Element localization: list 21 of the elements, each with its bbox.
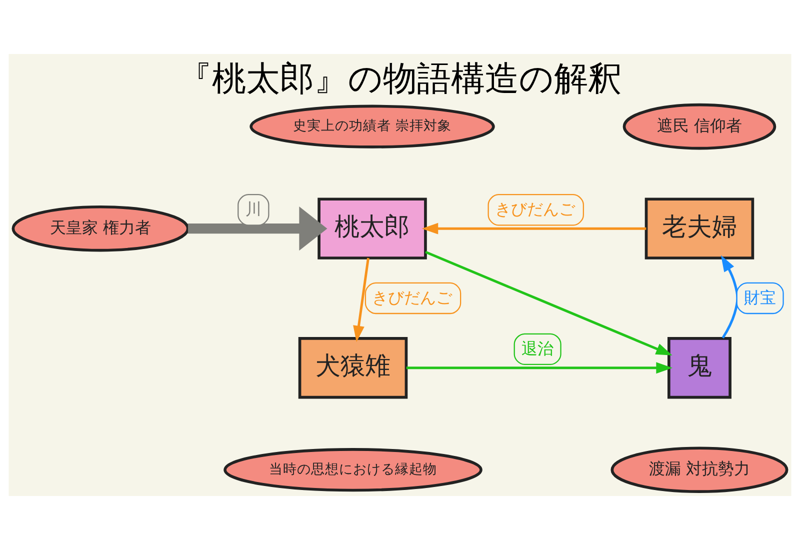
- node-ellipse: 史実上の功績者 崇拝対象: [250, 104, 495, 148]
- node-box: 犬猿雉: [298, 337, 408, 399]
- node-ellipse: 遮民 信仰者: [622, 103, 776, 150]
- node-box: 老夫婦: [644, 198, 754, 260]
- diagram-title: 『桃太郎』の物語構造の解釈: [178, 59, 622, 100]
- arrow: [353, 258, 370, 342]
- edge-label: きびだんご: [495, 200, 576, 219]
- node-box: 鬼: [668, 337, 732, 399]
- node-ellipse: 天皇家 権力者: [12, 205, 190, 252]
- node-ellipse: 当時の思想における縁起物: [224, 448, 482, 492]
- node-ellipse: 渡漏 対抗勢力: [610, 446, 788, 493]
- edge-label: 退治: [522, 338, 554, 358]
- edge-label: 財宝: [744, 288, 776, 307]
- edge-label: きびだんご: [372, 288, 452, 307]
- node-box: 桃太郎: [318, 198, 427, 260]
- arrow: [720, 255, 739, 339]
- arrow: [188, 206, 328, 251]
- edge-label: 川: [245, 200, 262, 219]
- arrow: [406, 362, 672, 374]
- arrow: [425, 250, 672, 356]
- arrow: [422, 222, 646, 234]
